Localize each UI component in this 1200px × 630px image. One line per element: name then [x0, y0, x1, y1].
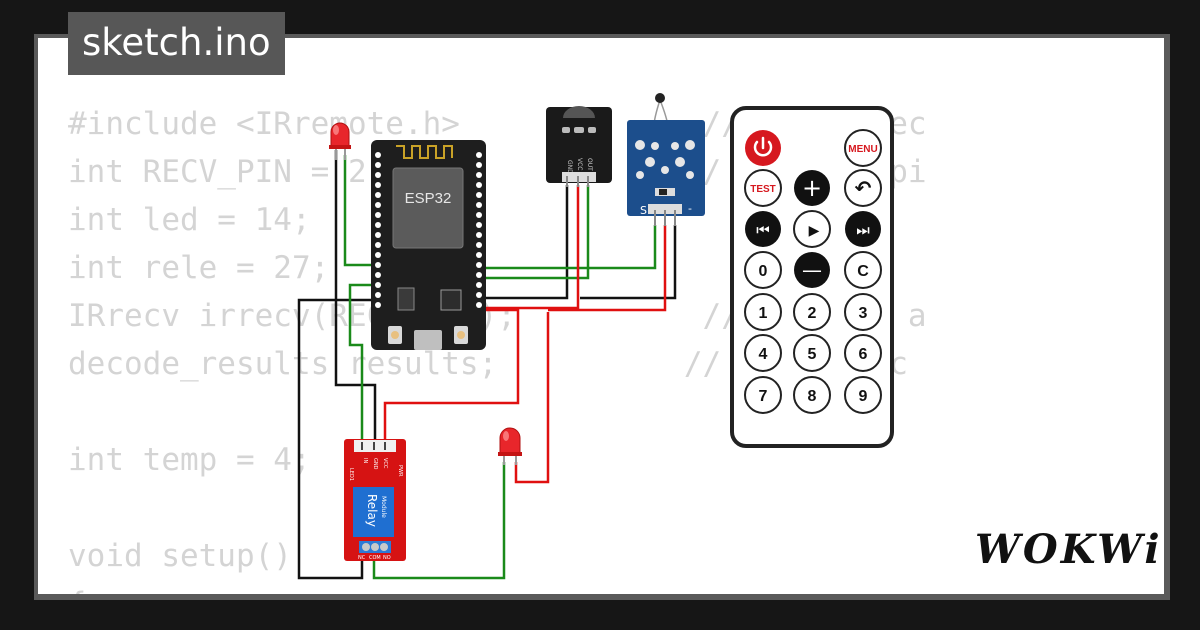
remote-3-label: 3: [859, 305, 868, 322]
remote-5-button[interactable]: [793, 334, 831, 372]
remote-c-label: C: [857, 263, 869, 280]
wire-green-led2: [372, 462, 506, 580]
wire-black-ir: [480, 185, 569, 300]
remote-2-button[interactable]: [793, 293, 831, 331]
remote-1-button[interactable]: [744, 293, 782, 331]
remote-prev-button[interactable]: [745, 211, 781, 247]
esp32-label: ESP32: [405, 190, 452, 207]
preview-card: #include <IRremote.h> // Bibliotec int R…: [38, 38, 1164, 594]
remote-test-button[interactable]: [744, 169, 782, 207]
remote-6-label: 6: [859, 346, 868, 363]
ir-receiver-module: GND VCC OUT: [546, 106, 612, 187]
remote-minus-button[interactable]: [794, 252, 830, 288]
remote-menu-label: MENU: [848, 144, 877, 155]
relay-module: IN GND VCC LED1 PWR Relay Module NC COM …: [344, 439, 406, 561]
temp-label-s: S: [640, 204, 647, 217]
red-led-2: [498, 427, 522, 465]
wire-green-ir: [480, 185, 590, 280]
power-icon: [753, 136, 773, 157]
relay-pin-in: IN: [362, 458, 368, 463]
remote-8-button[interactable]: [793, 376, 831, 414]
code-line: int RECV_PIN = 2; // Arduino pi: [68, 154, 927, 190]
remote-back-button[interactable]: [844, 169, 882, 207]
remote-1-label: 1: [759, 305, 768, 322]
relay-pin-gnd: GND: [372, 458, 378, 470]
red-led-1: [329, 122, 351, 160]
wire-black-temp: [580, 225, 677, 300]
ir-pin-vcc: VCC: [576, 158, 583, 170]
remote-3-button[interactable]: [844, 293, 882, 331]
wire-green-relay-in: [348, 283, 378, 440]
remote-9-label: 9: [859, 388, 868, 405]
esp32-board: ESP32: [371, 140, 486, 350]
remote-5-label: 5: [808, 346, 817, 363]
wires: [297, 150, 677, 580]
wire-green-temp: [480, 225, 657, 270]
code-line: void setup(): [68, 538, 292, 574]
remote-plus-label: +: [802, 174, 822, 202]
relay-terminal-nc: NC: [358, 555, 366, 561]
sketch-title: sketch.ino: [68, 12, 285, 75]
relay-pin-vcc: VCC: [382, 458, 388, 469]
remote-menu-button[interactable]: [844, 129, 882, 167]
remote-test-label: TEST: [750, 184, 776, 195]
next-icon: ⏭: [856, 221, 870, 239]
wire-red-led2: [514, 312, 550, 484]
remote-play-button[interactable]: [793, 210, 831, 248]
play-icon: ▶: [809, 223, 820, 239]
back-icon: ↶: [855, 176, 872, 200]
remote-0-label: 0: [759, 263, 768, 280]
remote-9-button[interactable]: [844, 376, 882, 414]
wire-black-relay-gnd: [297, 298, 375, 580]
relay-pwr-label: PWR: [397, 465, 403, 477]
wire-red-temp: [548, 225, 667, 312]
ir-pin-out: OUT: [586, 158, 593, 171]
relay-terminal-com: COM: [369, 555, 381, 561]
relay-title: Relay: [365, 494, 379, 527]
remote-c-button[interactable]: [844, 251, 882, 289]
relay-terminal-no: NO: [383, 555, 391, 561]
wire-black-led1: [334, 150, 377, 440]
remote-0-button[interactable]: [744, 251, 782, 289]
wire-red-relay-vcc: [383, 308, 520, 440]
code-line: int led = 14;: [68, 202, 311, 238]
remote-minus-label: —: [802, 258, 822, 282]
wire-green-led1: [343, 155, 375, 267]
temperature-sensor-module: S -: [627, 93, 705, 226]
relay-subtitle: Module: [380, 496, 387, 518]
remote-7-button[interactable]: [744, 376, 782, 414]
remote-next-button[interactable]: [845, 211, 881, 247]
ir-pin-gnd: GND: [566, 160, 573, 174]
remote-plus-button[interactable]: [794, 170, 830, 206]
prev-icon: ⏮: [756, 221, 770, 239]
remote-2-label: 2: [808, 305, 817, 322]
ir-remote: MENU TEST + ↶ ⏮ ▶ ⏭ 0 — C 1 2 3 4 5 6: [730, 106, 894, 448]
wire-red-ir: [480, 185, 580, 310]
code-line: {: [68, 586, 87, 594]
temp-label-minus: -: [688, 202, 692, 215]
esp32-pins-left: [375, 152, 381, 308]
code-line: int rele = 27;: [68, 250, 330, 286]
remote-6-button[interactable]: [844, 334, 882, 372]
wokwi-logo: WOKWi: [975, 526, 1163, 573]
relay-led-label: LED1: [348, 468, 354, 481]
remote-4-label: 4: [759, 346, 768, 363]
remote-4-button[interactable]: [744, 334, 782, 372]
remote-7-label: 7: [759, 388, 768, 405]
esp32-pins-right: [476, 152, 482, 308]
code-line: int temp = 4;: [68, 442, 311, 478]
remote-8-label: 8: [808, 388, 817, 405]
